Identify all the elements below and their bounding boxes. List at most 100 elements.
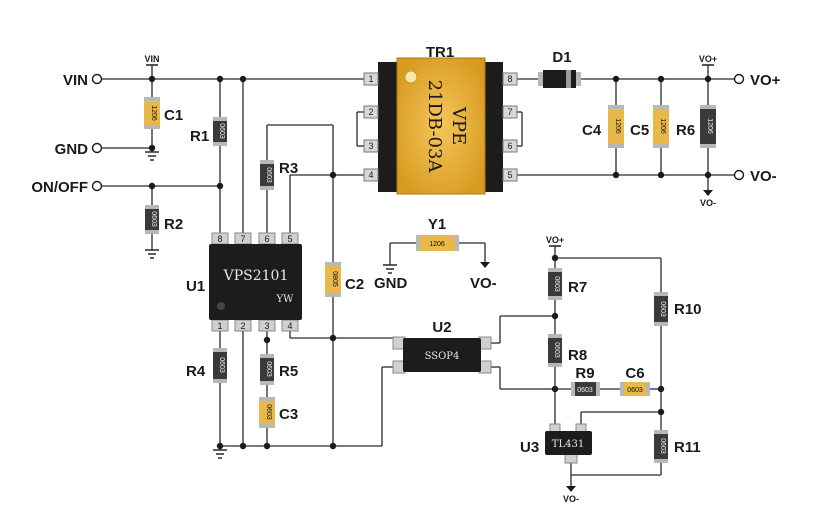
resistor-r7: 0603 R7 [548,268,587,300]
capacitor-c4: 1206 C4 [582,105,624,148]
capacitor-y1: 1206 Y1 [416,216,459,251]
svg-text:7: 7 [507,107,512,117]
svg-text:3: 3 [368,141,373,151]
svg-text:C5: C5 [630,122,649,139]
tr1-pin-2: 2 [363,105,379,119]
resistor-r3: 0603 R3 [260,160,298,190]
wires [102,65,734,486]
svg-text:0603: 0603 [627,387,643,394]
svg-text:0603: 0603 [553,276,560,292]
optocoupler-u2: U2 SSOP4 [392,319,492,374]
tr1-pin-1: 1 [363,72,379,86]
svg-text:VO+: VO+ [699,54,717,64]
svg-text:0603: 0603 [218,123,225,139]
svg-text:0603: 0603 [265,404,272,420]
diode-d1: D1 [538,49,581,88]
svg-text:1206: 1206 [659,118,666,134]
vin-rail-marker: VIN [144,54,160,66]
svg-text:ON/OFF: ON/OFF [31,179,88,196]
svg-text:0603: 0603 [553,342,560,358]
terminal-gnd: GND [55,141,103,158]
svg-text:1206: 1206 [429,241,445,248]
svg-text:C2: C2 [345,276,364,293]
resistor-r9: 0603 R9 [571,365,600,396]
chip-u1: U1 8 7 6 5 1 2 3 4 VPS2101 YW [186,232,302,332]
svg-text:5: 5 [287,234,292,244]
tr1-pin-7: 7 [502,105,518,119]
vo-minus-rail-marker: VO- [700,190,716,208]
svg-text:Y1: Y1 [428,216,446,233]
junction-dots [148,75,712,450]
svg-text:TL431: TL431 [552,439,584,450]
resistor-r11: 0603 R11 [654,430,701,463]
resistor-r4: 0603 R4 [186,348,227,383]
capacitor-c2: 0805 C2 [325,262,364,297]
svg-text:0603: 0603 [218,357,225,373]
svg-text:1: 1 [368,74,373,84]
svg-text:5: 5 [507,170,512,180]
svg-text:VO+: VO+ [750,72,781,89]
terminal-vo-minus: VO- [733,168,777,185]
svg-text:C3: C3 [279,406,298,423]
svg-text:0603: 0603 [265,167,272,183]
svg-text:R8: R8 [568,347,587,364]
y1-vo-minus-label: VO- [470,275,497,292]
svg-text:R7: R7 [568,279,587,296]
resistor-r1: 0603 R1 [190,117,227,146]
svg-text:YW: YW [276,294,295,305]
svg-text:0805: 0805 [331,271,338,287]
svg-text:2: 2 [368,107,373,117]
svg-text:C1: C1 [164,107,183,124]
svg-text:21DB-03A: 21DB-03A [424,80,445,174]
tr1-pin-6: 6 [502,139,518,153]
svg-text:C6: C6 [625,365,644,382]
terminal-onoff: ON/OFF [31,179,103,196]
svg-text:VPE: VPE [448,106,469,145]
svg-text:GND: GND [55,141,89,158]
svg-text:R5: R5 [279,363,298,380]
svg-text:VO+: VO+ [546,235,564,245]
svg-text:0603: 0603 [577,387,593,394]
capacitor-c6: 0603 C6 [620,365,650,396]
svg-text:U1: U1 [186,278,205,295]
svg-text:R10: R10 [674,301,702,318]
svg-text:1206: 1206 [706,118,713,134]
svg-text:8: 8 [507,74,512,84]
svg-text:R1: R1 [190,128,209,145]
resistor-r5: 0603 R5 [260,354,298,385]
ground-icon [213,449,227,459]
capacitor-c3: 0603 C3 [259,397,298,428]
capacitor-c5: 1206 C5 [630,105,669,148]
svg-text:2: 2 [240,321,245,331]
svg-text:TR1: TR1 [426,44,454,61]
svg-text:0603: 0603 [659,438,666,454]
tr1-pin-8: 8 [502,72,518,86]
svg-text:R2: R2 [164,216,183,233]
svg-text:0603: 0603 [150,211,157,227]
svg-text:1206: 1206 [150,105,157,121]
vo-plus-rail-marker: VO+ [699,54,717,66]
svg-text:6: 6 [507,141,512,151]
svg-text:R6: R6 [676,122,695,139]
svg-text:D1: D1 [552,49,571,66]
svg-text:R3: R3 [279,160,298,177]
svg-text:4: 4 [368,170,373,180]
resistor-r8: 0603 R8 [548,334,587,367]
terminal-vo-plus: VO+ [733,72,781,89]
svg-text:R9: R9 [575,365,594,382]
capacitor-c1: 1206 C1 [144,97,183,129]
svg-text:3: 3 [264,321,269,331]
resistor-r10: 0603 R10 [654,292,702,326]
svg-text:VO-: VO- [563,494,579,504]
transformer-tr1: TR1 VPE 21DB-03A 1 2 3 4 8 7 6 5 [363,44,518,195]
svg-text:U2: U2 [432,319,451,336]
svg-text:0603: 0603 [265,361,272,377]
svg-text:VPS2101: VPS2101 [223,268,289,284]
svg-text:1: 1 [217,321,222,331]
resistor-r2: 0603 R2 [145,205,183,234]
y1-gnd-label: GND [374,275,408,292]
tr1-pin-3: 3 [363,139,379,153]
terminal-vin: VIN [63,72,103,89]
